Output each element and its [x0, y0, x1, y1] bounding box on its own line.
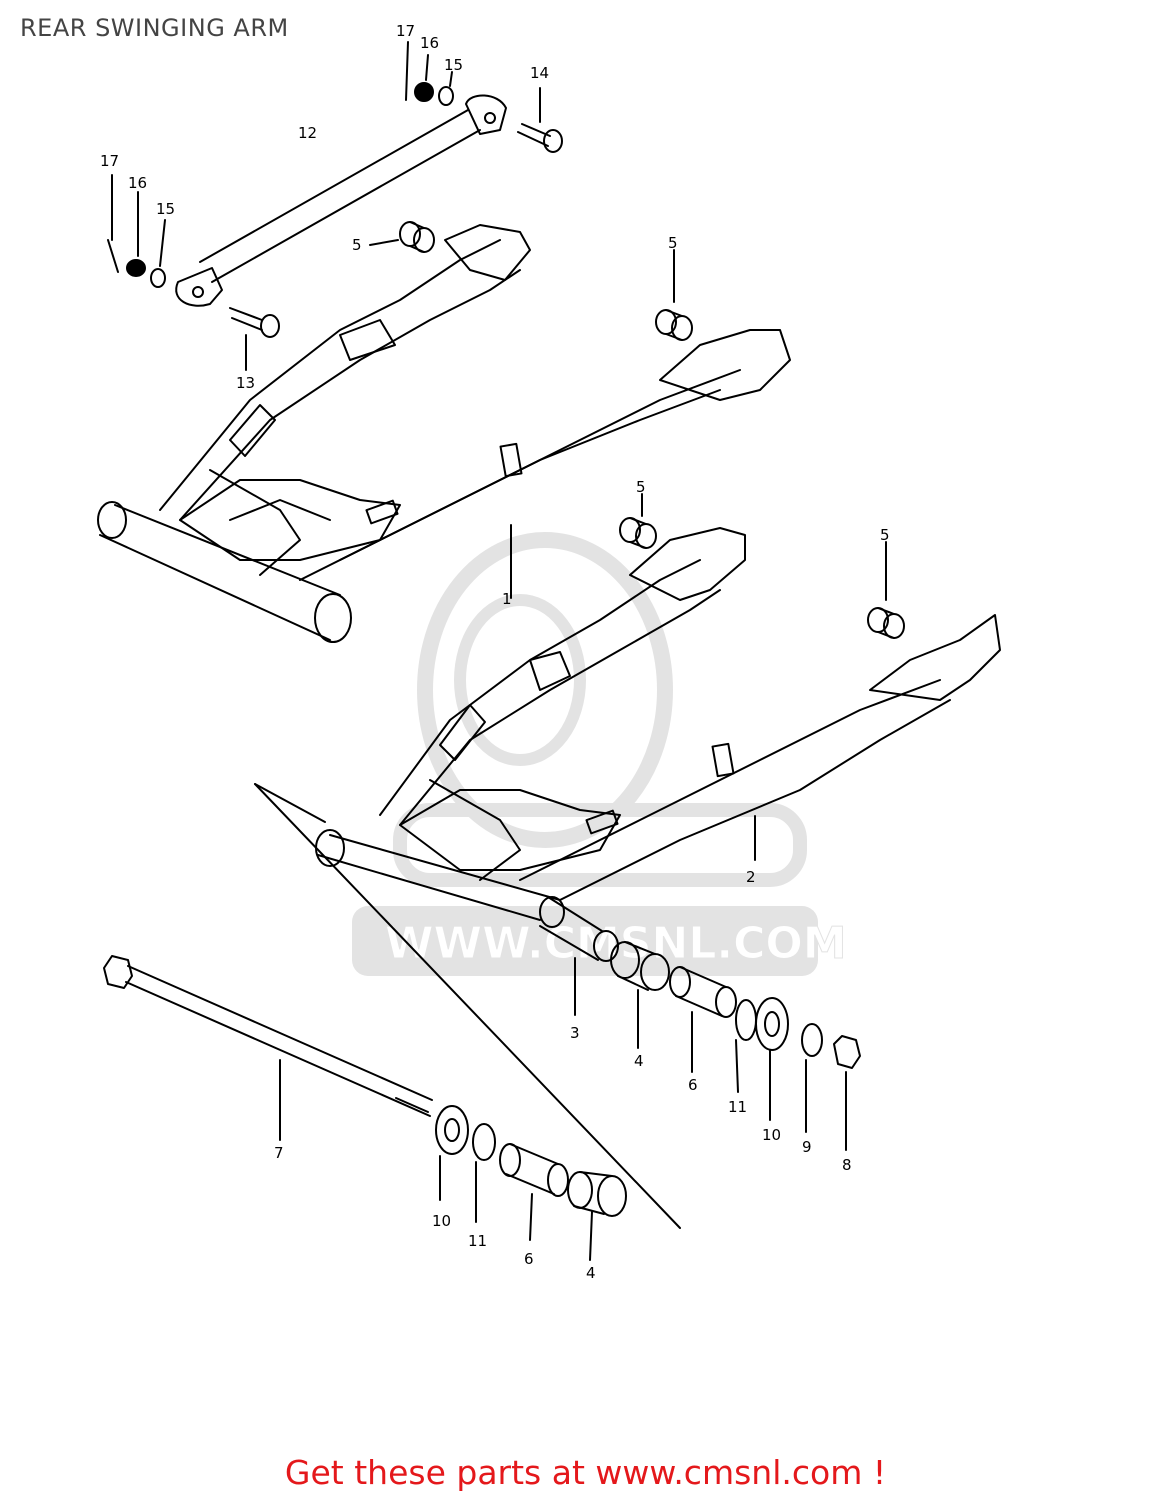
callout-5-c: 5 [636, 478, 646, 496]
bushing-part-5-b [655, 249, 693, 341]
torque-rod-part-12 [175, 94, 507, 307]
bolt-part-13 [229, 307, 280, 371]
callout-13: 13 [236, 374, 255, 392]
bolt-part-14 [517, 87, 563, 153]
callout-6-a: 6 [688, 1076, 698, 1094]
callout-12: 12 [298, 124, 317, 142]
sleeve-part-6-b [499, 1143, 569, 1241]
callout-17-b: 17 [396, 22, 415, 40]
callout-3: 3 [570, 1024, 580, 1042]
washer-part-9 [801, 1023, 823, 1133]
callout-5-b: 5 [668, 234, 678, 252]
callout-2: 2 [746, 868, 756, 886]
seal-part-10-a [755, 997, 789, 1121]
watermark-url: WWW.CMSNL.COM [385, 918, 847, 969]
callout-16-a: 16 [128, 174, 147, 192]
callout-5-a: 5 [352, 236, 362, 254]
seal-part-10-b [435, 1105, 469, 1201]
callout-1: 1 [502, 590, 512, 608]
page-title: REAR SWINGING ARM [20, 14, 289, 42]
callout-15-a: 15 [156, 200, 175, 218]
nut-part-8 [833, 1035, 861, 1151]
bushing-part-5-c [619, 493, 657, 549]
swinging-arm-part-1 [97, 224, 791, 643]
bushing-part-5-d [867, 541, 905, 639]
callout-8: 8 [842, 1156, 852, 1174]
callout-14: 14 [530, 64, 549, 82]
callout-10-b: 10 [432, 1212, 451, 1230]
callout-4-a: 4 [634, 1052, 644, 1070]
callout-15-b: 15 [444, 56, 463, 74]
callout-6-b: 6 [524, 1250, 534, 1268]
callout-11-b: 11 [468, 1232, 487, 1250]
washer-part-11-a [735, 999, 757, 1093]
exploded-parts-diagram: WWW.CMSNL.COM [97, 22, 1001, 1282]
bearing-part-4-a [610, 941, 670, 1049]
bushing-part-5-a [369, 221, 435, 253]
callout-7: 7 [274, 1144, 284, 1162]
washer-part-11-b [472, 1123, 496, 1223]
cmsnl-watermark: WWW.CMSNL.COM [352, 532, 847, 976]
callout-5-d: 5 [880, 526, 890, 544]
bearing-part-4-b [567, 1171, 627, 1261]
fasteners-group-top [405, 41, 454, 106]
pivot-axle-part-7 [103, 955, 433, 1141]
swinging-arm-part-2 [254, 527, 1001, 1229]
callout-4-b: 4 [586, 1264, 596, 1282]
callout-10-a: 10 [762, 1126, 781, 1144]
spacer-part-3 [539, 896, 619, 1016]
callout-9: 9 [802, 1138, 812, 1156]
callout-17-a: 17 [100, 152, 119, 170]
callout-16-b: 16 [420, 34, 439, 52]
fasteners-group-left [107, 174, 166, 288]
footer-parts-link[interactable]: Get these parts at www.cmsnl.com ! [284, 1453, 887, 1492]
callout-labels: 1 2 3 4 4 5 5 5 5 6 6 7 8 9 10 10 11 11 … [100, 22, 890, 1282]
sleeve-part-6-a [669, 966, 737, 1073]
callout-11-a: 11 [728, 1098, 747, 1116]
